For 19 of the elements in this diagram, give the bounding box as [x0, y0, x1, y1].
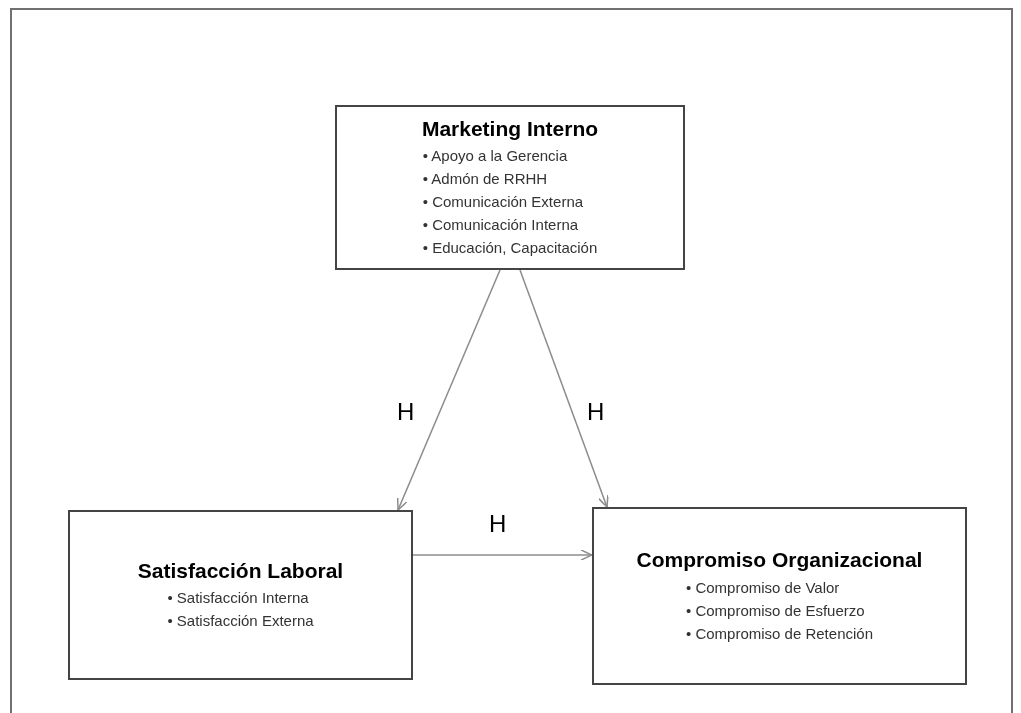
box-heading: Marketing Interno — [421, 115, 599, 142]
bullet-item: • Apoyo a la Gerencia — [422, 146, 568, 167]
box-heading: Compromiso Organizacional — [636, 547, 923, 574]
concept-box — [335, 105, 685, 270]
bullet-item: • Admón de RRHH — [422, 169, 548, 190]
bullet-item: • Educación, Capacitación — [422, 238, 598, 259]
bullet-item: • Comunicación Externa — [422, 192, 584, 213]
arrow — [396, 269, 501, 511]
concept-box — [592, 507, 967, 685]
arrow — [519, 269, 609, 508]
box-heading: Satisfacción Laboral — [137, 557, 344, 584]
bullet-item: • Compromiso de Valor — [686, 577, 840, 598]
bullet-item: • Compromiso de Retención — [686, 623, 873, 644]
bullet-item: • Satisfacción Externa — [167, 611, 314, 632]
bullet-item: • Satisfacción Interna — [167, 588, 309, 609]
concept-box — [68, 510, 413, 680]
arrow — [412, 549, 593, 561]
bullet-item: • Comunicación Interna — [422, 215, 579, 236]
bullet-item: • Compromiso de Esfuerzo — [686, 600, 865, 621]
